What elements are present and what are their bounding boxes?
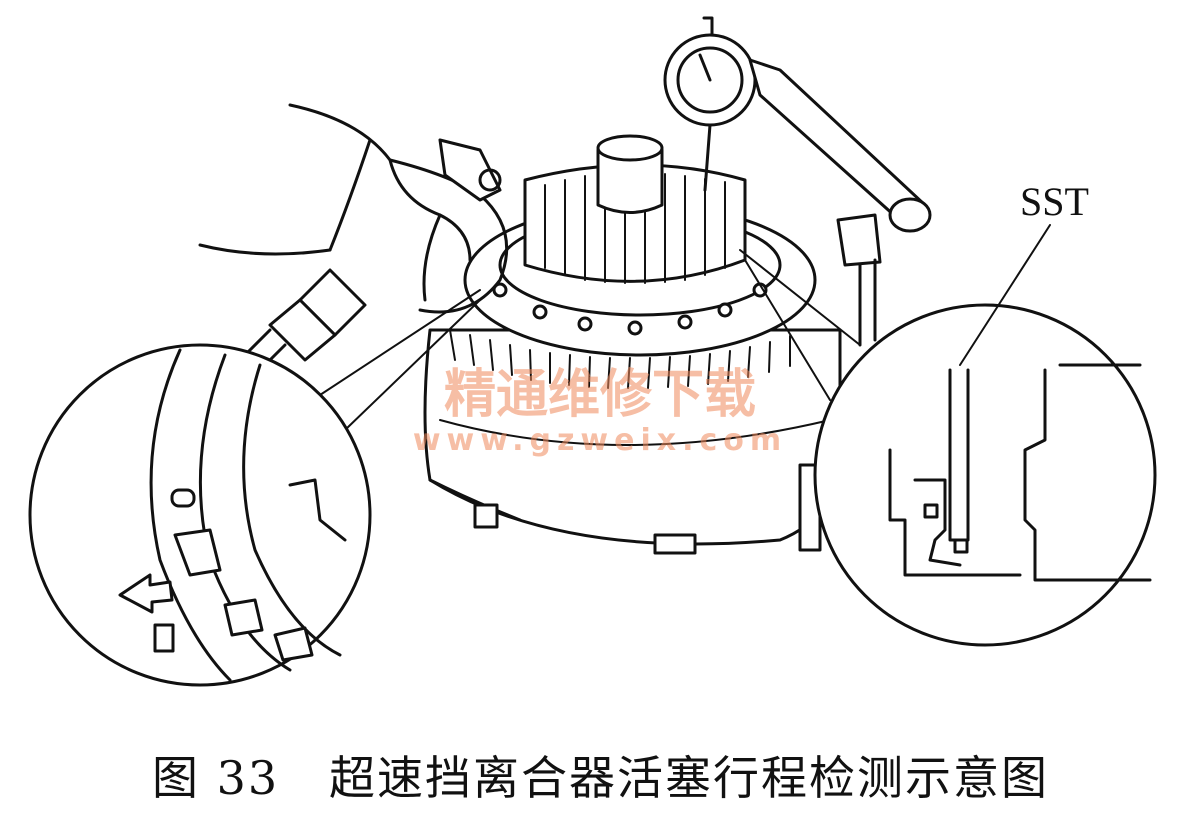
- watermark-url: www.gzweix.com: [413, 423, 787, 458]
- sst-tool: [948, 368, 970, 542]
- splined-hub: [523, 134, 747, 284]
- left-detail-callout: [28, 343, 372, 687]
- watermark-title: 精通维修下载: [444, 365, 756, 425]
- clutch-drum-body: [423, 328, 842, 555]
- dial-indicator: [663, 16, 932, 347]
- callout-leader-lines: [319, 249, 861, 431]
- figure-caption: 图 33 超速挡离合器活塞行程检测示意图: [151, 751, 1050, 805]
- sst-label: SST: [1020, 179, 1089, 224]
- watermark: 精通维修下载 www.gzweix.com: [413, 365, 787, 458]
- right-detail-callout: [813, 224, 1157, 647]
- air-arrow-icon: [118, 573, 174, 614]
